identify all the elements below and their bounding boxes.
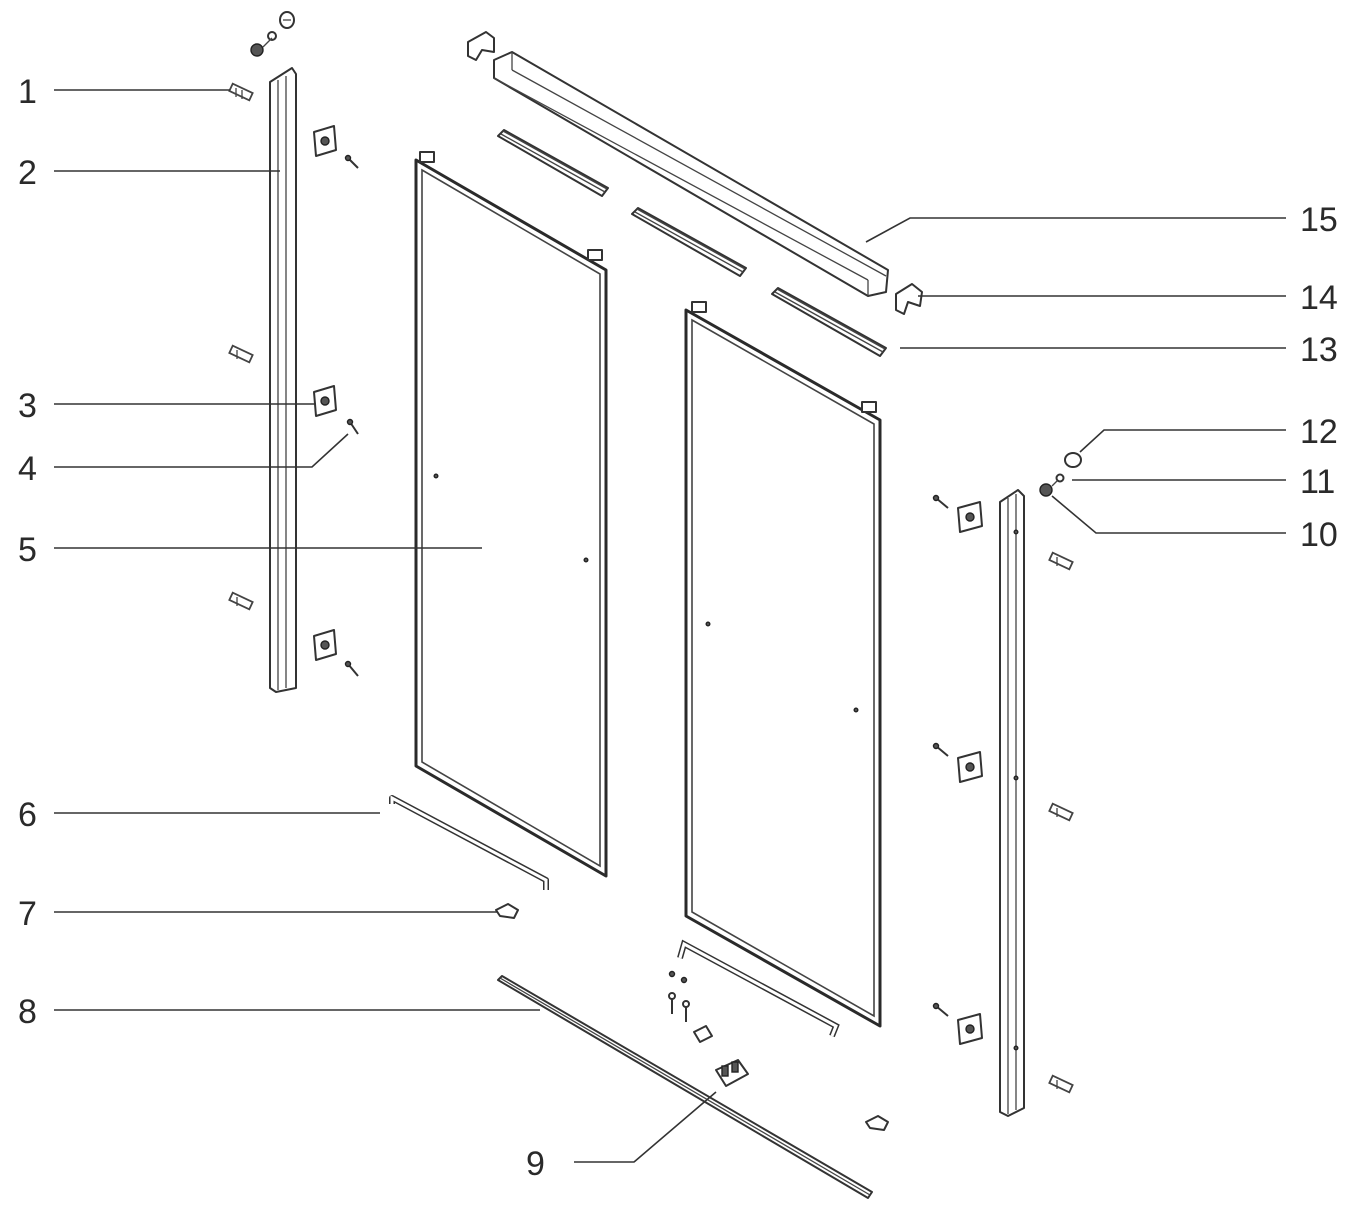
callout-9: 9 [526, 1145, 545, 1183]
screw-left-bottom [344, 660, 359, 677]
end-cap-left [467, 31, 495, 61]
left-top-fixings [250, 11, 295, 57]
bracket-right-top [957, 501, 983, 533]
left-wall-profile [269, 67, 297, 693]
bottom-small-screws [668, 970, 690, 1022]
guide-strip-3 [771, 287, 887, 357]
callout-numbers: 1 2 3 4 5 6 7 8 9 10 11 12 13 14 15 [18, 73, 1338, 1183]
screw-right-middle [932, 742, 949, 757]
leader-4 [54, 433, 349, 468]
bracket-left-bottom [313, 629, 337, 661]
bracket-right-middle [957, 751, 983, 783]
callout-11: 11 [1300, 463, 1335, 501]
wall-plug-right-top [1048, 551, 1074, 571]
callout-15: 15 [1300, 201, 1338, 239]
screw-right-top [932, 494, 949, 509]
leader-9 [574, 1091, 717, 1163]
wall-plug-right-bottom [1048, 1074, 1074, 1094]
callout-6: 6 [18, 796, 37, 834]
leader-lines [54, 89, 1286, 1163]
bottom-guide-left [495, 903, 519, 919]
bottom-seal-strip [497, 975, 873, 1199]
wall-plug-right-middle [1048, 802, 1074, 822]
leader-10 [1051, 495, 1286, 534]
bottom-guide-right [865, 1115, 889, 1131]
callout-10: 10 [1300, 516, 1338, 554]
callout-14: 14 [1300, 279, 1338, 317]
callout-7: 7 [18, 895, 37, 933]
screw-right-bottom [932, 1002, 949, 1017]
callout-12: 12 [1300, 413, 1338, 451]
end-cap-right [895, 283, 923, 315]
bracket-left-top [313, 125, 337, 157]
right-wall-profile [999, 489, 1025, 1117]
wall-plug-left-bottom [228, 591, 254, 611]
callout-4: 4 [18, 450, 37, 488]
wall-plug-left-top [228, 82, 254, 102]
glass-panel-back [684, 301, 882, 1028]
bracket-left-middle [313, 385, 337, 417]
callout-2: 2 [18, 154, 37, 192]
callout-8: 8 [18, 993, 37, 1031]
leader-15 [865, 217, 1286, 243]
wall-plug-left-middle [228, 344, 254, 364]
handle-bar-front [389, 795, 549, 890]
screw-left-top [344, 154, 359, 169]
right-top-fixings [1039, 452, 1082, 497]
top-rail [493, 51, 889, 297]
callout-13: 13 [1300, 331, 1338, 369]
callout-1: 1 [18, 73, 37, 111]
screw-left-middle [346, 418, 359, 435]
callout-5: 5 [18, 531, 37, 569]
callout-3: 3 [18, 387, 37, 425]
guide-strip-1 [497, 129, 609, 197]
bottom-clip [693, 1025, 713, 1043]
guide-strip-2 [631, 207, 747, 277]
glass-panel-front [414, 151, 608, 878]
bracket-right-bottom [957, 1013, 983, 1045]
bottom-guide-block [715, 1059, 749, 1087]
leader-12 [1079, 429, 1286, 453]
handle-bar-back [677, 939, 840, 1038]
